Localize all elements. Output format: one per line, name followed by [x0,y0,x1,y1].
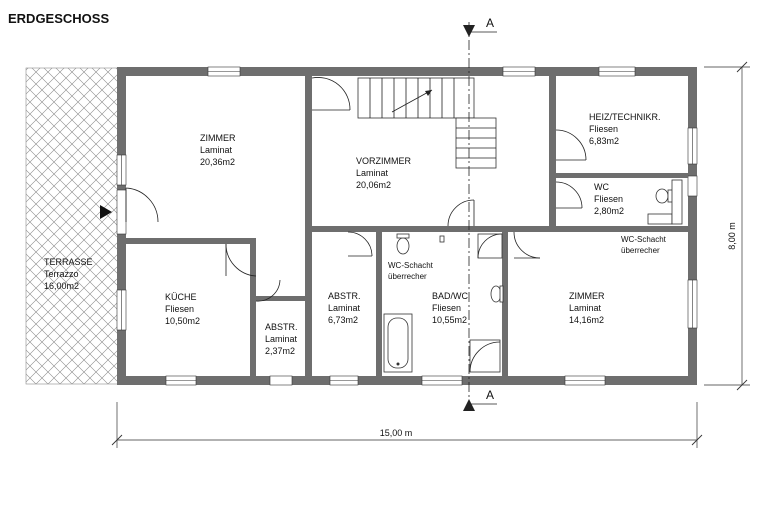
room-label-heiz: HEIZ/TECHNIKR. Fliesen 6,83m2 [589,112,661,146]
bathroom-fixtures [383,179,683,373]
svg-text:10,50m2: 10,50m2 [165,316,200,326]
svg-text:6,73m2: 6,73m2 [328,315,358,325]
room-label-zimmer-2: ZIMMER Laminat 14,16m2 [569,291,605,325]
room-label-kueche: KÜCHE Fliesen 10,50m2 [165,292,200,326]
svg-text:KÜCHE: KÜCHE [165,292,197,302]
svg-text:überrecher: überrecher [388,272,427,281]
note-wc-schacht-zimmer: WC-Schacht überrecher [621,235,667,255]
plan-title: ERDGESCHOSS [8,11,109,26]
svg-text:ABSTR.: ABSTR. [328,291,361,301]
svg-text:Laminat: Laminat [356,168,389,178]
svg-text:WC: WC [594,182,609,192]
svg-text:ZIMMER: ZIMMER [200,133,236,143]
windows [116,66,698,386]
svg-text:Fliesen: Fliesen [589,124,618,134]
room-label-abstr-2: ABSTR. Laminat 6,73m2 [328,291,361,325]
svg-text:16,00m2: 16,00m2 [44,281,79,291]
svg-text:VORZIMMER: VORZIMMER [356,156,411,166]
svg-text:WC-Schacht: WC-Schacht [388,261,434,270]
dimension-depth: 8,00 m [727,222,737,250]
svg-text:2,37m2: 2,37m2 [265,346,295,356]
svg-text:6,83m2: 6,83m2 [589,136,619,146]
section-line [463,22,497,412]
room-label-zimmer-1: ZIMMER Laminat 20,36m2 [200,133,236,167]
svg-text:TERRASSE: TERRASSE [44,257,93,267]
note-wc-schacht-bad: WC-Schacht überrecher [388,261,434,281]
svg-text:10,55m2: 10,55m2 [432,315,467,325]
dimension-width: 15,00 m [380,428,413,438]
svg-text:Laminat: Laminat [569,303,602,313]
section-marker-top: A [486,16,494,30]
room-label-wc: WC Fliesen 2,80m2 [594,182,624,216]
svg-text:20,06m2: 20,06m2 [356,180,391,190]
terrace-area [25,67,119,385]
svg-text:HEIZ/TECHNIKR.: HEIZ/TECHNIKR. [589,112,661,122]
entrance-arrow-icon [100,205,112,219]
dimension-lines [111,61,750,448]
room-label-bad: BAD/WC Fliesen 10,55m2 [432,291,469,325]
room-label-terrasse: TERRASSE Terrazzo 16,00m2 [44,257,93,291]
svg-text:14,16m2: 14,16m2 [569,315,604,325]
svg-text:Laminat: Laminat [328,303,361,313]
doors [125,77,587,302]
staircase [357,77,497,169]
svg-text:BAD/WC: BAD/WC [432,291,469,301]
svg-text:überrecher: überrecher [621,246,660,255]
svg-text:ZIMMER: ZIMMER [569,291,605,301]
svg-text:Fliesen: Fliesen [165,304,194,314]
interior-walls [126,76,688,376]
svg-text:ABSTR.: ABSTR. [265,322,298,332]
room-label-vorzimmer: VORZIMMER Laminat 20,06m2 [356,156,411,190]
section-marker-bottom: A [486,388,494,402]
svg-text:WC-Schacht: WC-Schacht [621,235,667,244]
svg-text:20,36m2: 20,36m2 [200,157,235,167]
svg-text:Laminat: Laminat [265,334,298,344]
svg-text:Fliesen: Fliesen [594,194,623,204]
svg-text:Terrazzo: Terrazzo [44,269,79,279]
svg-text:Laminat: Laminat [200,145,233,155]
svg-text:2,80m2: 2,80m2 [594,206,624,216]
svg-text:Fliesen: Fliesen [432,303,461,313]
room-label-abstr-1: ABSTR. Laminat 2,37m2 [265,322,298,356]
